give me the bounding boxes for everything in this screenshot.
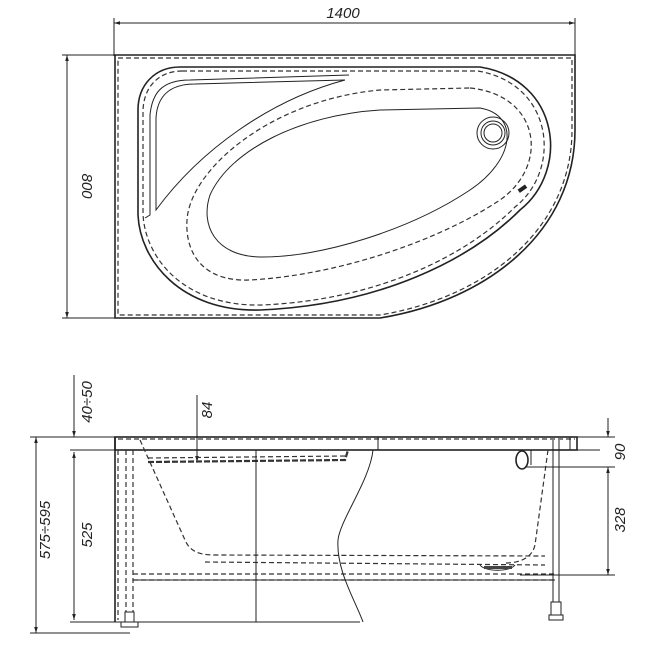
depth-dimension: 800 bbox=[62, 54, 116, 319]
top-view: 1400 800 bbox=[62, 5, 576, 319]
width-label: 1400 bbox=[326, 5, 360, 22]
tub-wall-left bbox=[139, 439, 546, 557]
left-leg bbox=[120, 450, 139, 628]
rim-depth-label: 84 bbox=[199, 402, 216, 419]
front-panel-curve bbox=[337, 449, 374, 623]
overflow-slot-icon bbox=[517, 184, 528, 193]
overflow-height-label: 328 bbox=[612, 507, 629, 533]
width-dimension: 1400 bbox=[113, 5, 576, 56]
basin-inner bbox=[206, 107, 508, 258]
total-height-dimension: 575÷595 bbox=[30, 436, 130, 634]
overflow-dimensions: 90 328 bbox=[520, 418, 629, 576]
overflow-icon bbox=[515, 450, 529, 470]
drain-icon bbox=[476, 116, 510, 150]
body-height-label: 525 bbox=[79, 522, 96, 548]
side-view: 40÷50 525 575÷595 84 bbox=[30, 375, 629, 634]
tub-wall-right bbox=[504, 449, 549, 564]
leg-adjust-dimension: 40÷50 525 bbox=[72, 375, 96, 620]
rim-outer bbox=[137, 66, 552, 311]
headrest bbox=[144, 74, 350, 219]
rim-depth-dimension: 84 bbox=[195, 395, 216, 462]
tub-outline bbox=[114, 54, 576, 319]
overflow-offset-label: 90 bbox=[612, 443, 629, 460]
total-height-label: 575÷595 bbox=[37, 500, 54, 559]
depth-label: 800 bbox=[78, 173, 95, 199]
basin-edge bbox=[186, 87, 532, 281]
leg-adjust-label: 40÷50 bbox=[79, 381, 96, 423]
